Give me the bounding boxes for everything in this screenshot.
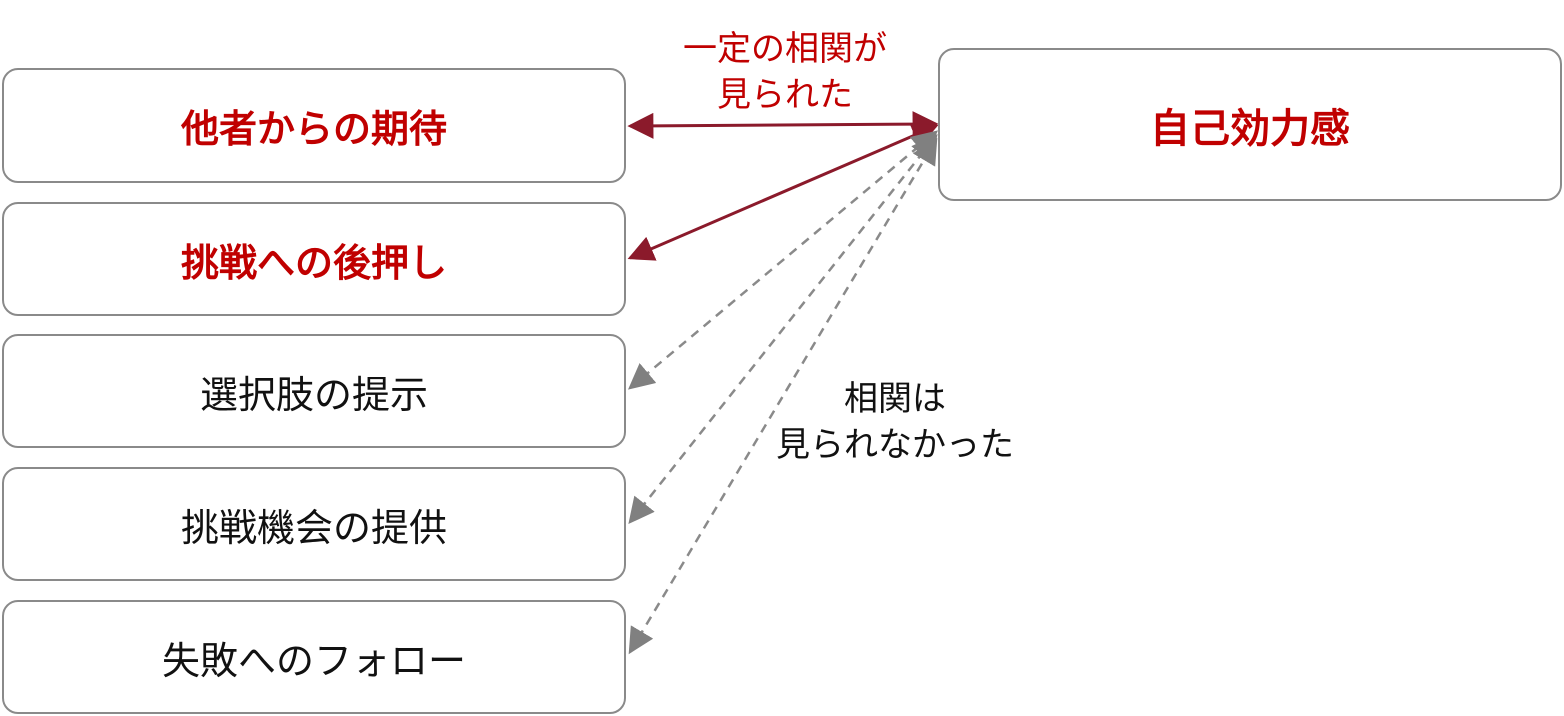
note-correlated: 一定の相関が 見られた <box>640 26 930 118</box>
box-options: 選択肢の提示 <box>2 334 626 448</box>
box-follow: 失敗へのフォロー <box>2 600 626 714</box>
note-not-correlated: 相関は 見られなかった <box>760 376 1030 468</box>
box-expectation-label: 他者からの期待 <box>180 107 447 151</box>
note-correlated-line2: 見られた <box>717 75 853 115</box>
note-correlated-line1: 一定の相関が <box>683 29 887 69</box>
arrow-options-self-efficacy <box>628 130 938 390</box>
box-follow-label: 失敗へのフォロー <box>161 638 466 683</box>
box-push-label: 挑戦への後押し <box>180 240 447 285</box>
box-self-efficacy: 自己効力感 <box>938 48 1562 201</box>
box-self-efficacy-label: 自己効力感 <box>1150 105 1350 152</box>
box-expectation: 他者からの期待 <box>2 68 626 183</box>
arrow-follow-self-efficacy <box>628 137 938 655</box>
box-opportunity: 挑戦機会の提供 <box>2 467 626 581</box>
box-opportunity-label: 挑戦機会の提供 <box>180 505 447 550</box>
note-not-correlated-line1: 相関は <box>844 379 946 419</box>
box-push: 挑戦への後押し <box>2 202 626 316</box>
box-options-label: 選択肢の提示 <box>199 372 428 417</box>
arrow-expectation-self-efficacy <box>627 111 939 139</box>
note-not-correlated-line2: 見られなかった <box>776 425 1014 465</box>
